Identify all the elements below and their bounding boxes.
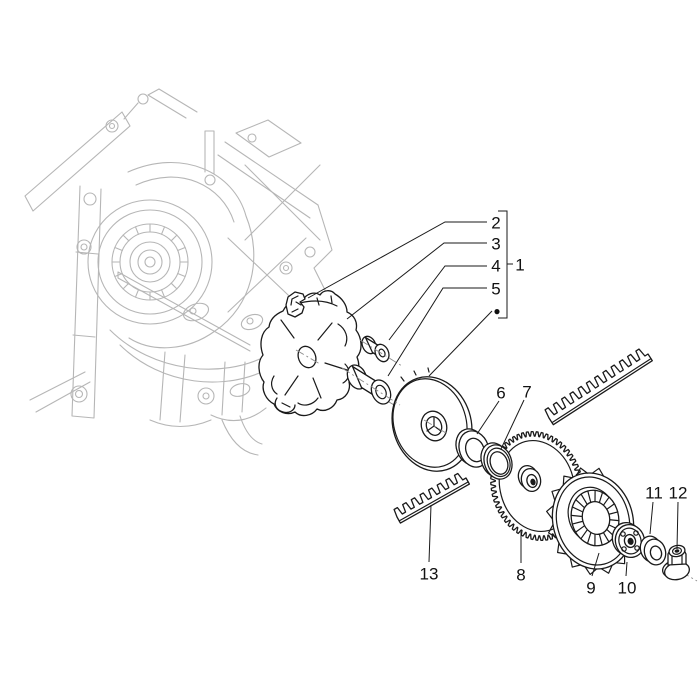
flanged-nut <box>661 544 691 581</box>
callout-label-2: 2 <box>491 214 500 233</box>
callout-label-12: 12 <box>669 484 688 503</box>
ring-7 <box>480 442 513 480</box>
leader-lines <box>307 210 679 577</box>
callout-label-3: 3 <box>491 235 500 254</box>
starting-wheel-ratchet <box>611 521 646 559</box>
callout-labels: 2 3 4 5 ● 1 6 7 8 9 10 11 12 13 <box>420 214 688 598</box>
callout-label-1: 1 <box>515 256 524 275</box>
movable-half-pulley <box>258 290 362 417</box>
part-axis-centerlines <box>295 339 447 434</box>
spacer-bushing <box>346 364 392 405</box>
callout-label-5: 5 <box>491 280 500 299</box>
callout-label-10: 10 <box>618 579 637 598</box>
drive-face-plate <box>391 367 473 472</box>
callout-label-9: 9 <box>586 579 595 598</box>
callout-label-11: 11 <box>645 484 663 503</box>
drive-belt-segment-lower <box>393 472 471 524</box>
callout-label-4: 4 <box>491 257 500 276</box>
callout-label-13: 13 <box>420 565 439 584</box>
callout-label-8: 8 <box>516 566 525 585</box>
callout-label-6: 6 <box>496 384 505 403</box>
callout-bullet-marker: ● <box>493 304 500 318</box>
slider-guide-clip <box>285 291 306 318</box>
group-bracket <box>498 210 513 319</box>
roller-weight <box>361 335 390 363</box>
drive-belt-segment-upper <box>544 348 653 426</box>
washer-11 <box>639 535 667 566</box>
callout-label-7: 7 <box>522 383 531 402</box>
